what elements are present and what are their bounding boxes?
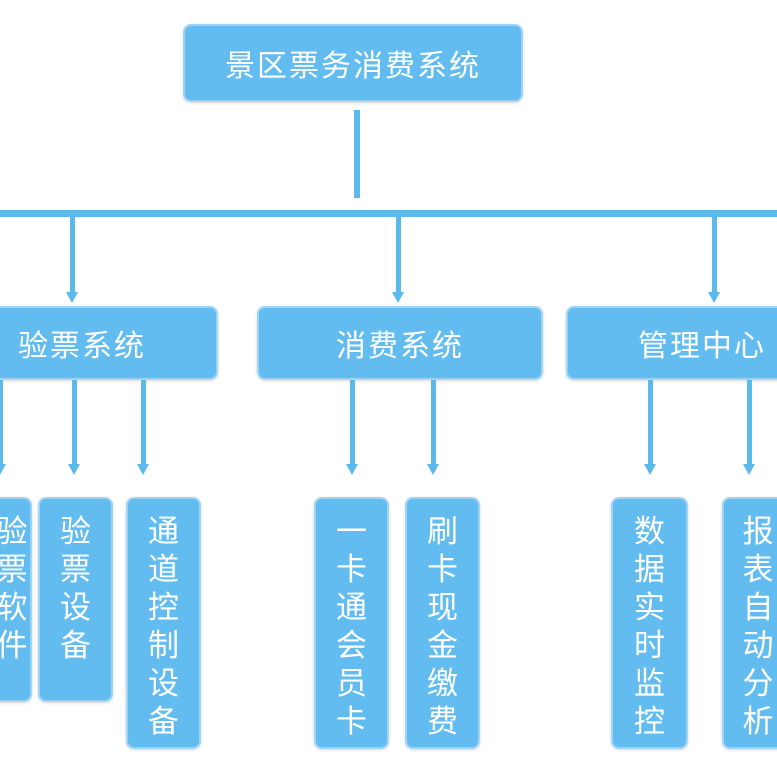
arrow-to-leaf-1 [0,464,6,475]
root-node-label: 景区票务消费系统 [225,49,481,84]
leaf-node-ticket-device: 验票设备 [38,497,113,702]
leaf-node-label: 数据实时监控 [634,514,665,740]
arrow-to-leaf-2 [68,464,80,475]
leaf-node-label: 一卡通会员卡 [336,514,367,740]
arrow-to-leaf-5 [427,464,439,475]
leaf-node-realtime-monitoring: 数据实时监控 [611,497,688,749]
bus-drop-left [70,217,75,292]
leaf-connector-7 [747,380,752,464]
category-node-label: 管理中心 [638,329,766,364]
leaf-node-member-card: 一卡通会员卡 [314,497,389,749]
category-node-management: 管理中心 [566,306,777,380]
bus-drop-right [712,217,717,292]
category-node-label: 消费系统 [336,329,464,364]
arrow-to-category-2 [392,292,404,303]
root-node-box: 景区票务消费系统 [183,24,523,102]
leaf-node-label: 验票设备 [60,514,91,664]
leaf-node-report-analysis: 报表自动分析 [722,497,777,749]
arrow-to-leaf-4 [346,464,358,475]
leaf-connector-1 [0,380,3,464]
leaf-connector-2 [72,380,77,464]
leaf-node-card-cash-payment: 刷卡现金缴费 [405,497,480,749]
arrow-to-category-1 [66,292,78,303]
leaf-connector-4 [350,380,355,464]
leaf-connector-5 [431,380,436,464]
root-connector [354,110,360,198]
arrow-to-category-3 [708,292,720,303]
leaf-connector-3 [141,380,146,464]
category-node-ticket-check: 验票系统 [0,306,218,380]
leaf-connector-6 [648,380,653,464]
leaf-node-ticket-software: 验票软件 [0,497,32,702]
bus-drop-center [396,217,401,292]
category-node-label: 验票系统 [18,329,146,364]
arrow-to-leaf-7 [743,464,755,475]
leaf-node-gate-control: 通道控制设备 [126,497,201,749]
leaf-node-label: 报表自动分析 [742,514,774,740]
leaf-node-label: 刷卡现金缴费 [427,514,458,740]
arrow-to-leaf-3 [137,464,149,475]
category-node-consumption: 消费系统 [257,306,543,380]
arrow-to-leaf-6 [644,464,656,475]
leaf-node-label: 通道控制设备 [148,514,179,740]
horizontal-bus-line [0,210,777,217]
leaf-node-label: 验票软件 [0,513,28,665]
